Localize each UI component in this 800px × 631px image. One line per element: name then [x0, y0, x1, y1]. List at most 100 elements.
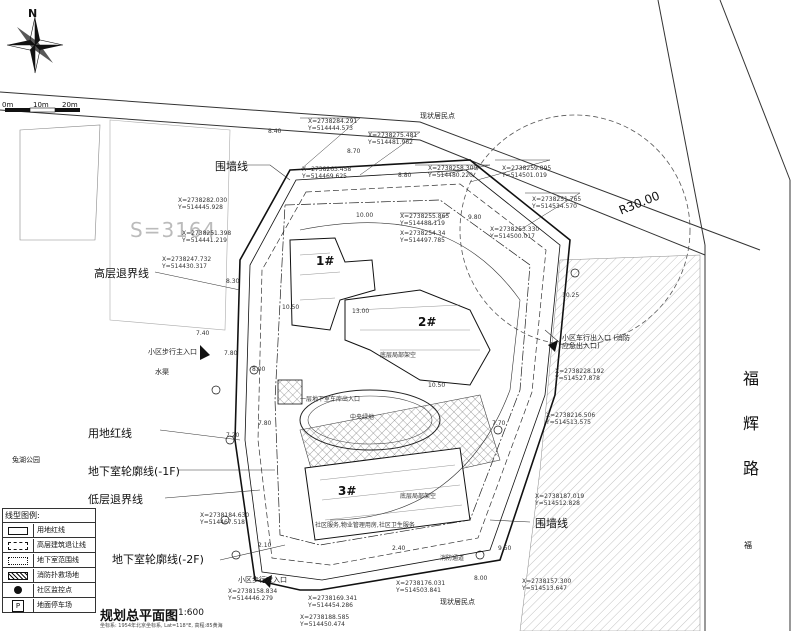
legend-label: 消防扑救场地: [37, 571, 79, 579]
label-water: 水渠: [155, 368, 169, 376]
scalebar-label-20: 20m: [62, 101, 78, 109]
elev-15: 2.40: [392, 545, 406, 552]
elevation-markers: [211, 268, 580, 560]
scalebar-label-0: 0m: [2, 101, 14, 109]
elev-11: 7.20: [226, 432, 240, 439]
neighbour-block-left: [19, 124, 101, 241]
legend-label: 高层建筑退让线: [37, 541, 86, 549]
label-wall-line-bottom: 围墙线: [535, 517, 568, 530]
legend-label: 社区监控点: [37, 586, 72, 594]
legend-row: 消防扑救场地: [3, 567, 95, 582]
elev-3: 8.80: [398, 172, 412, 179]
label-highrise-setback: 高层退界线: [94, 267, 149, 280]
legend-header: 线型图例:: [5, 511, 40, 520]
legend-symbol-basement: [3, 553, 34, 567]
neighbour-block-left2: [109, 119, 231, 331]
neighbour-hatch-right: [519, 254, 701, 631]
coord-21: X=2738188.585 Y=514450.474: [300, 614, 350, 628]
legend-row: P 地面停车场: [3, 597, 95, 612]
north-label: N: [28, 7, 38, 20]
coord-leaders: [299, 117, 581, 231]
road-name-char-1: 福: [743, 369, 760, 388]
coord-14: X=2738216.506 Y=514513.575: [546, 412, 596, 426]
elev-16: 9.50: [498, 545, 512, 552]
drawing-scale: 1:600: [178, 608, 204, 618]
garage-ramp: [277, 379, 303, 405]
coord-3: X=2738263.458 Y=514469.625: [302, 166, 352, 180]
building-2-footprint: [344, 289, 491, 386]
label-park: 兔湖公园: [12, 456, 40, 464]
label-existing-houses-bottom: 现状居民点: [440, 598, 475, 606]
label-basement-2f: 地下室轮廓线(-2F): [112, 553, 204, 566]
legend-label: 地下室范围线: [37, 556, 79, 564]
coord-19: X=2738176.031 Y=514503.841: [396, 580, 446, 594]
elev-20: 13.00: [352, 308, 370, 315]
label-wall-line-top: 围墙线: [215, 160, 248, 173]
legend-symbol-monitor: [3, 583, 34, 597]
legend-row: 地下室范围线: [3, 552, 95, 567]
elev-12: 7.80: [258, 420, 272, 427]
leader-lines: [154, 164, 561, 561]
legend-symbol-fire: [3, 568, 34, 582]
label-existing-houses-top: 现状居民点: [420, 112, 455, 120]
legend-row: 社区监控点: [3, 582, 95, 597]
label-basement-1f: 地下室轮廓线(-1F): [88, 465, 180, 478]
coord-12: X=2738253.330 Y=514500.017: [490, 226, 540, 240]
legend-symbol-setback: [3, 538, 34, 552]
elev-18: 8.30: [226, 278, 240, 285]
elev-2: 8.70: [347, 148, 361, 155]
legend: 线型图例: 用地红线 高层建筑退让线 地下室范围线 消防扑救场地 社区监控点 P…: [2, 508, 96, 613]
building-3-label: 3#: [338, 484, 357, 498]
coord-11: X=2738254.34 Y=514497.785: [400, 230, 446, 244]
scalebar-label-10: 10m: [33, 101, 49, 109]
building-1-label: 1#: [316, 254, 335, 268]
note-commercial2: 底层局部架空: [400, 493, 437, 500]
coordinate-footnote: 坐标系: 1954年北京坐标系, Lat=118°E, 高程:85黄海: [100, 623, 223, 629]
central-garden: [299, 389, 441, 451]
coord-4: X=2738258.309 Y=514480.220: [428, 165, 478, 179]
legend-symbol-redline: [3, 523, 34, 537]
internal-road: [299, 222, 521, 521]
elev-6: 7.40: [196, 330, 210, 337]
coord-5: X=2738259.895 Y=514501.019: [502, 165, 552, 179]
coord-8: X=2738251.398 Y=514441.219: [182, 230, 232, 244]
road-name-char-2: 辉: [743, 414, 760, 433]
elev-19: 10.00: [356, 212, 374, 219]
legend-row: 用地红线: [3, 522, 95, 537]
coord-10: X=2738255.865 Y=514488.119: [400, 213, 450, 227]
coord-7: X=2738282.030 Y=514445.928: [178, 197, 228, 211]
entrance-markers: [200, 340, 558, 588]
label-lowrise-setback: 低层退界线: [88, 493, 143, 506]
building-2-label: 2#: [418, 315, 437, 329]
watermark-area: S=3164: [130, 218, 217, 242]
coord-17: X=2738158.834 Y=514446.279: [228, 588, 278, 602]
legend-label: 用地红线: [37, 526, 65, 534]
elev-14: 2.10: [258, 542, 272, 549]
north-arrow: [6, 13, 64, 74]
label-vehicle-entrance: 小区车行出入口 (消防应急出入口): [562, 334, 630, 350]
label-pedestrian-entrance: 小区步行主入口: [148, 348, 197, 356]
elev-4: 9.80: [468, 214, 482, 221]
label-pedestrian-secondary: 小区步行次入口: [238, 576, 287, 584]
building-3-footprint: [304, 447, 471, 541]
label-land-red-line: 用地红线: [88, 427, 132, 440]
elev-17: 8.00: [474, 575, 488, 582]
legend-label: 地面停车场: [37, 601, 72, 609]
elev-8: 8.00: [252, 366, 266, 373]
coord-20: X=2738157.300 Y=514513.647: [522, 578, 572, 592]
note-fire-lane: 消防通道: [440, 555, 465, 562]
elev-7: 7.80: [224, 350, 238, 357]
drawing-title: 规划总平面图: [100, 609, 179, 624]
note-community: 社区服务,物业管理用房,社区卫生服务: [315, 522, 415, 529]
coord-18: X=2738169.341 Y=514454.286: [308, 595, 358, 609]
scale-bar: [5, 107, 80, 113]
building-1-footprint: [289, 237, 376, 331]
coord-16: X=2738187.019 Y=514512.828: [535, 493, 585, 507]
coord-13: X=2738228.192 Y=514527.878: [555, 368, 605, 382]
elev-1: 8.40: [268, 128, 282, 135]
road-name-char-3: 路: [743, 459, 760, 478]
elev-10: 10.50: [428, 382, 446, 389]
setback-line: [257, 183, 547, 566]
